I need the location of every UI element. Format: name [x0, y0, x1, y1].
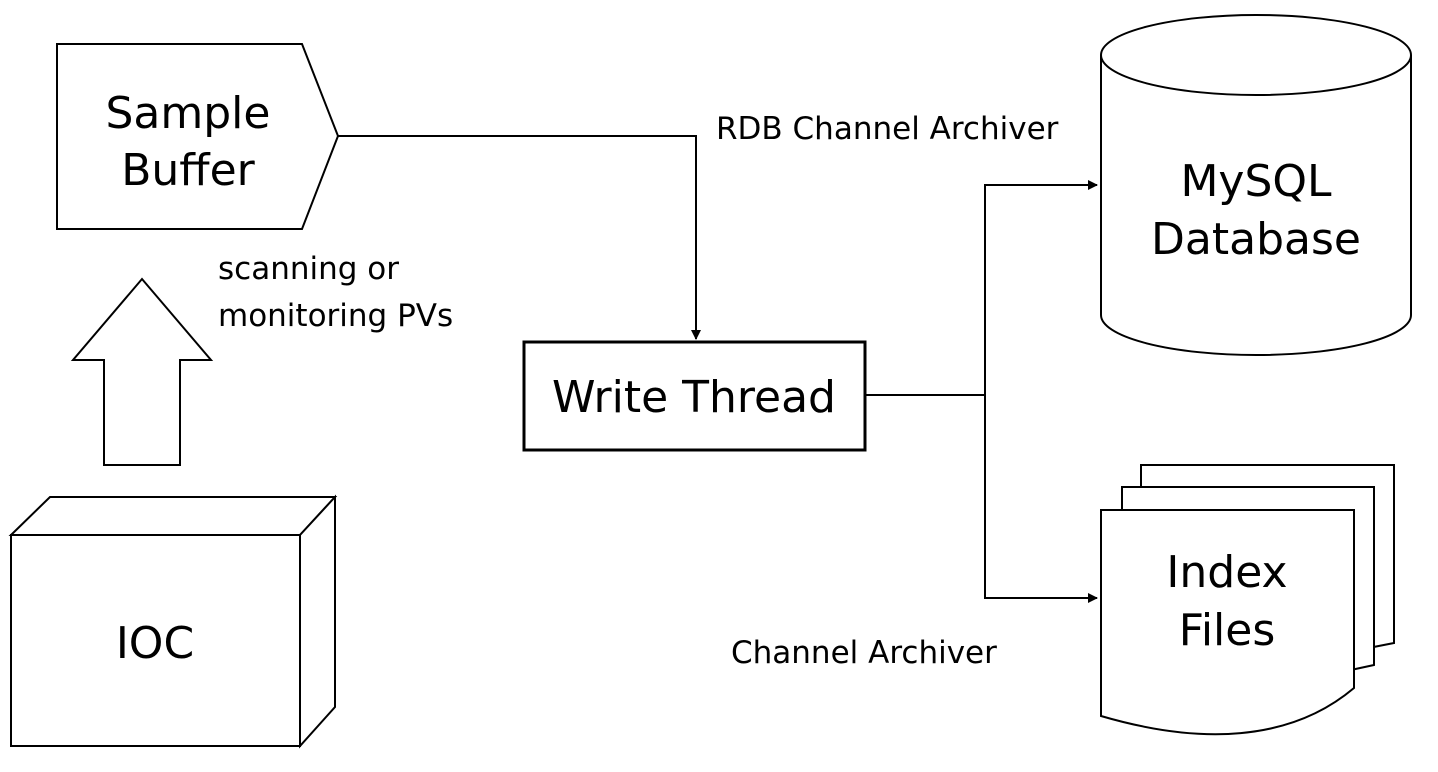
index-file-front-page: [1100, 509, 1355, 736]
ioc-box-front: [10, 534, 301, 747]
sample-buffer-label-line1: Sample: [106, 88, 271, 139]
ioc-box-top: [8, 496, 338, 536]
sample-buffer-label-line2: Buffer: [121, 145, 255, 196]
sample-buffer-shape: [56, 43, 340, 230]
mysql-cylinder-top: [1100, 14, 1412, 96]
thread-to-index-connector: [984, 395, 1098, 603]
buffer-to-thread-connector: [338, 135, 701, 340]
index-files-label-line1: Index: [1166, 547, 1287, 598]
scanning-label-line1: scanning or: [218, 251, 399, 287]
ioc-label: IOC: [116, 618, 194, 669]
up-arrow-icon: [70, 277, 214, 466]
ioc-node: IOC: [8, 494, 338, 749]
mysql-database-node: MySQL Database: [1100, 14, 1412, 356]
sample-buffer-node: Sample Buffer: [56, 43, 340, 230]
index-files-node: Index Files: [1100, 464, 1395, 736]
thread-to-mysql-connector: [984, 180, 1098, 395]
ioc-box-side: [299, 494, 336, 749]
write-thread-node: Write Thread: [522, 340, 867, 452]
rdb-channel-archiver-label: RDB Channel Archiver: [716, 111, 1059, 147]
index-files-label-line2: Files: [1179, 605, 1276, 656]
mysql-label-line2: Database: [1151, 214, 1361, 265]
channel-archiver-label: Channel Archiver: [731, 635, 997, 671]
write-thread-label: Write Thread: [552, 372, 836, 423]
mysql-cylinder-body: [1100, 55, 1412, 356]
write-thread-box: [522, 340, 867, 452]
mysql-label-line1: MySQL: [1180, 156, 1332, 207]
scanning-label-line2: monitoring PVs: [218, 298, 453, 334]
